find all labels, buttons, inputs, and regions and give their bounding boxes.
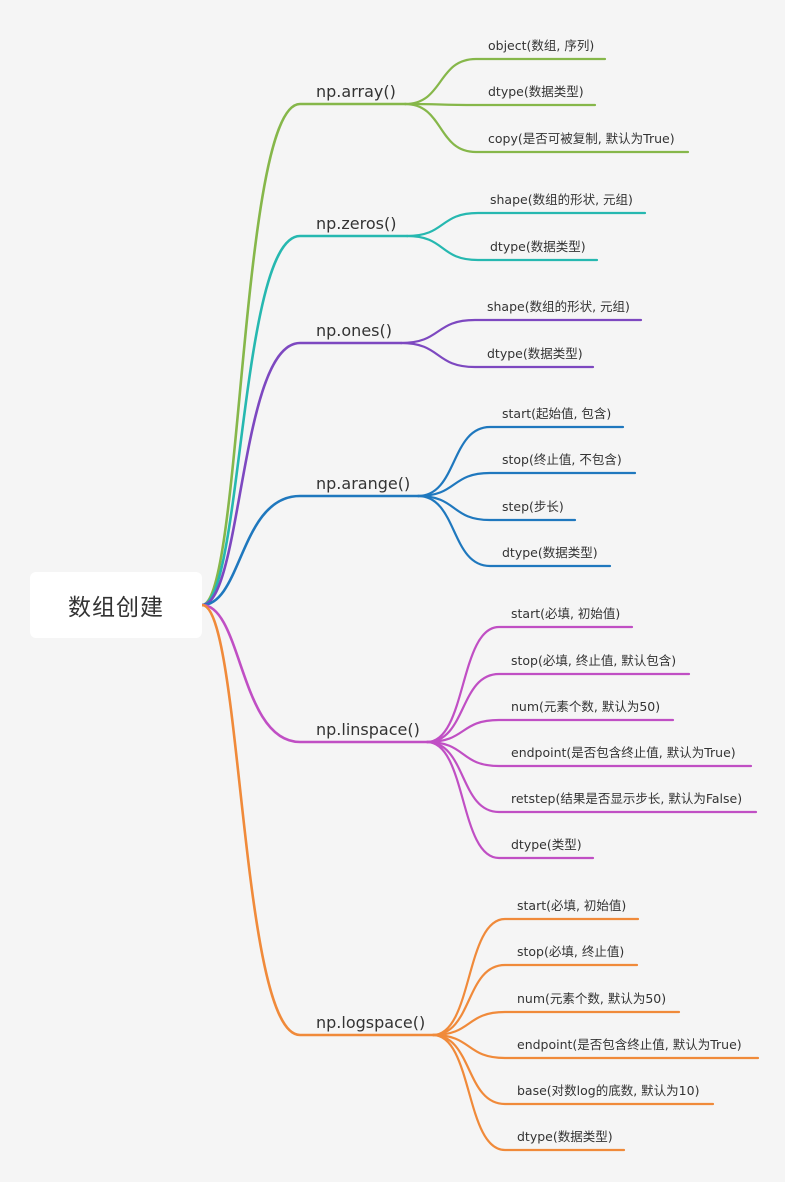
leaf-label[interactable]: start(必填, 初始值) xyxy=(511,606,620,621)
leaf-connector xyxy=(431,1033,760,1060)
leaf-label[interactable]: base(对数log的底数, 默认为10) xyxy=(517,1083,699,1098)
branch-label[interactable]: np.array() xyxy=(316,82,396,101)
branch-2: np.ones() shape(数组的形状, 元组) dtype(数据类型) xyxy=(200,299,643,607)
leaf-label[interactable]: shape(数组的形状, 元组) xyxy=(490,192,633,207)
branch-connector xyxy=(200,603,429,744)
leaf-connector xyxy=(416,471,637,498)
branch-connector xyxy=(200,234,409,607)
branch-connector xyxy=(200,341,403,607)
leaf-connector xyxy=(431,1010,681,1037)
branch-label[interactable]: np.logspace() xyxy=(316,1013,425,1032)
branch-label[interactable]: np.ones() xyxy=(316,321,392,340)
leaf-label[interactable]: retstep(结果是否显示步长, 默认为False) xyxy=(511,791,742,806)
leaf-connector xyxy=(405,211,647,238)
root-label: 数组创建 xyxy=(68,595,164,621)
leaf-label[interactable]: shape(数组的形状, 元组) xyxy=(487,299,630,314)
leaf-label[interactable]: copy(是否可被复制, 默认为True) xyxy=(488,131,675,146)
leaf-connector xyxy=(431,1033,715,1106)
branch-label[interactable]: np.zeros() xyxy=(316,214,396,233)
leaf-connector xyxy=(425,740,595,860)
leaf-connector xyxy=(431,963,639,1037)
leaf-connector xyxy=(399,341,595,369)
leaf-connector xyxy=(425,718,675,744)
leaf-label[interactable]: start(必填, 初始值) xyxy=(517,898,626,913)
leaf-connector xyxy=(403,57,607,106)
leaf-label[interactable]: dtype(类型) xyxy=(511,837,582,852)
branch-label[interactable]: np.linspace() xyxy=(316,720,420,739)
branch-connector xyxy=(200,603,435,1037)
leaf-label[interactable]: endpoint(是否包含终止值, 默认为True) xyxy=(511,745,736,760)
leaf-connector xyxy=(431,1033,626,1152)
leaf-label[interactable]: dtype(数据类型) xyxy=(502,545,598,560)
leaf-label[interactable]: num(元素个数, 默认为50) xyxy=(511,699,660,714)
leaf-label[interactable]: stop(终止值, 不包含) xyxy=(502,452,622,467)
branch-5: np.logspace() start(必填, 初始值) stop(必填, 终止值)… xyxy=(200,603,760,1152)
leaf-label[interactable]: dtype(数据类型) xyxy=(490,239,586,254)
leaf-label[interactable]: stop(必填, 终止值) xyxy=(517,944,624,959)
branch-connector xyxy=(200,494,420,607)
leaf-connector xyxy=(425,740,753,768)
leaf-label[interactable]: stop(必填, 终止值, 默认包含) xyxy=(511,653,676,668)
leaf-connector xyxy=(425,625,634,744)
root-node[interactable]: 数组创建 xyxy=(30,572,202,638)
branch-3: np.arange() start(起始值, 包含) stop(终止值, 不包含) s… xyxy=(200,406,637,607)
leaf-label[interactable]: endpoint(是否包含终止值, 默认为True) xyxy=(517,1037,742,1052)
leaf-connector xyxy=(431,917,640,1037)
leaf-label[interactable]: num(元素个数, 默认为50) xyxy=(517,991,666,1006)
leaf-connector xyxy=(416,494,577,522)
leaf-label[interactable]: dtype(数据类型) xyxy=(488,84,584,99)
branch-label[interactable]: np.arange() xyxy=(316,474,410,493)
leaf-label[interactable]: object(数组, 序列) xyxy=(488,38,594,53)
leaf-connector xyxy=(425,740,758,814)
leaf-label[interactable]: step(步长) xyxy=(502,499,564,514)
branch-1: np.zeros() shape(数组的形状, 元组) dtype(数据类型) xyxy=(200,192,647,607)
leaf-label[interactable]: start(起始值, 包含) xyxy=(502,406,611,421)
leaf-connector xyxy=(416,425,625,498)
branch-4: np.linspace() start(必填, 初始值) stop(必填, 终止值,… xyxy=(200,603,758,860)
leaf-connector xyxy=(403,102,597,107)
branch-0: np.array() object(数组, 序列) dtype(数据类型) copy(… xyxy=(200,38,690,607)
leaf-connector xyxy=(425,672,691,744)
leaf-connector xyxy=(399,318,643,345)
leaf-connector xyxy=(403,102,690,154)
leaf-label[interactable]: dtype(数据类型) xyxy=(517,1129,613,1144)
leaf-connector xyxy=(405,234,599,262)
branch-connector xyxy=(200,102,407,607)
leaf-connector xyxy=(416,494,612,568)
leaf-label[interactable]: dtype(数据类型) xyxy=(487,346,583,361)
